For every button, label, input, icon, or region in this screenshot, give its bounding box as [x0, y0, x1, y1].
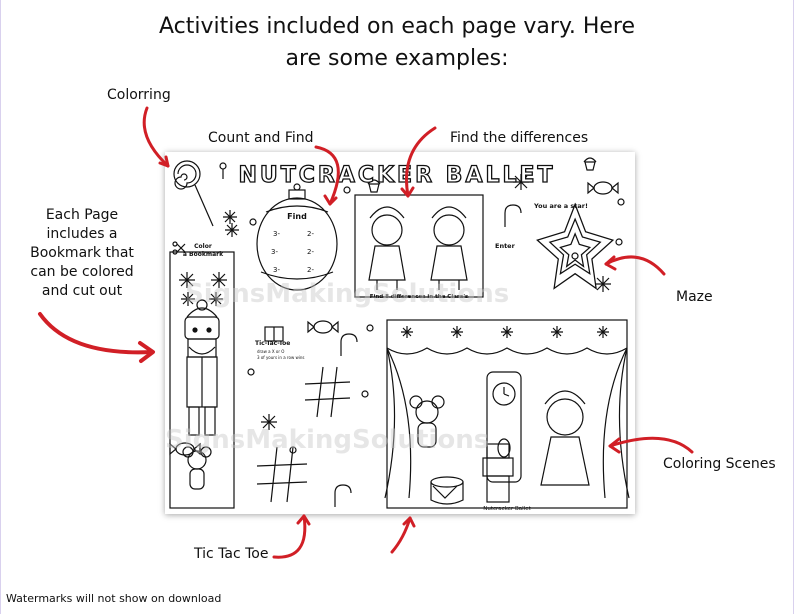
mouse-figure-icon — [409, 395, 445, 448]
find-count: 3- — [273, 230, 280, 238]
coloring-scene-frame — [386, 319, 628, 509]
snowflake-icon — [501, 326, 513, 338]
tic-tac-toe-grid-icon — [304, 366, 351, 418]
arrow-to-scene — [390, 516, 416, 554]
find-count: 2- — [307, 230, 314, 238]
watermark-notice: Watermarks will not show on download — [6, 592, 222, 605]
activity-sheet-preview: NUTCRACKER BALLET Color a Bookmark Find … — [165, 152, 635, 514]
nutcracker-figure-icon — [482, 443, 514, 503]
candy-cane-icon — [504, 204, 522, 227]
callout-coloring-scenes: Coloring Scenes — [663, 456, 776, 472]
wrapped-candy-icon — [587, 181, 619, 195]
find-count: 2- — [307, 248, 314, 256]
callout-bookmark-line: Each Page — [45, 207, 119, 223]
bookmark-label-line: Color — [194, 243, 212, 250]
callout-bookmark-line: and cut out — [41, 283, 123, 299]
snowflake-icon — [223, 210, 237, 224]
watermark-text: SignsMakingSolutions — [165, 425, 489, 455]
maze-enter-label: Enter — [495, 242, 516, 250]
heading-line-2: are some examples: — [285, 46, 509, 71]
watermark-text: SignsMakingSolutions — [185, 279, 509, 309]
callout-coloring: Colorring — [107, 87, 171, 103]
snowflake-icon — [211, 272, 227, 288]
small-ballerina-icon — [219, 162, 227, 179]
curtain-valance — [384, 347, 630, 499]
tictactoe-instruction: 3 of yours in a row wins — [257, 355, 304, 360]
callout-tic-tac-toe: Tic Tac Toe — [194, 546, 269, 562]
cupcake-icon — [367, 179, 381, 193]
activity-sheet-artwork: NUTCRACKER BALLET Color a Bookmark Find … — [165, 157, 630, 512]
nutcracker-figure-icon — [184, 299, 220, 436]
candy-cane-icon — [334, 484, 352, 507]
snowflake-icon — [597, 326, 609, 338]
find-count: 2- — [307, 266, 314, 274]
differences-caption: Find 8 differences in the Clara's — [370, 294, 469, 300]
drum-icon — [430, 476, 464, 505]
snowflake-icon — [513, 174, 529, 190]
find-label: Find — [287, 212, 307, 221]
snowflake-icon — [181, 292, 195, 306]
heading-line-1: Activities included on each page vary. H… — [159, 14, 635, 39]
gift-icon — [264, 326, 284, 342]
find-count: 3- — [273, 266, 280, 274]
lollipop-icon — [173, 160, 214, 227]
wrapped-candy-icon — [307, 320, 339, 334]
snowflake-icon — [225, 223, 239, 237]
callout-count-and-find: Count and Find — [208, 130, 314, 146]
callout-bookmark-line: Bookmark that — [30, 245, 134, 261]
tic-tac-toe-grid-icon — [256, 446, 308, 503]
snowflake-icon — [179, 272, 195, 288]
scissors-icon — [172, 241, 186, 255]
tictactoe-title: Tic-Tac-Toe — [255, 340, 290, 347]
arrow-to-tic-tac-toe — [272, 514, 311, 559]
bookmark-outline — [169, 251, 235, 509]
tictactoe-instruction: draw a X or O — [257, 349, 284, 354]
maze-caption: You are a star! — [533, 202, 588, 210]
star-maze-icon — [536, 202, 615, 290]
arrow-to-bookmark — [38, 312, 155, 363]
snowflake-icon — [209, 292, 223, 306]
callout-bookmark: Each Page includes a Bookmark that can b… — [22, 206, 142, 301]
scene-caption: Nutcracker Ballet — [483, 506, 531, 512]
snowflake-icon — [551, 326, 563, 338]
callout-bookmark-line: can be colored — [30, 264, 134, 280]
find-count: 3- — [271, 248, 278, 256]
clara-figure-icon — [540, 390, 590, 486]
callout-find-the-differences: Find the differences — [450, 130, 589, 146]
clara-figure-icon — [368, 206, 406, 290]
candy-cane-icon — [340, 333, 358, 356]
snowflake-icon — [451, 326, 463, 338]
sheet-title: NUTCRACKER BALLET — [238, 163, 555, 188]
snowflake-icon — [261, 414, 277, 430]
callout-maze: Maze — [676, 289, 713, 305]
grandfather-clock-icon — [486, 371, 522, 483]
callout-bookmark-line: includes a — [46, 226, 118, 242]
cupcake-icon — [583, 157, 597, 171]
snowflake-icon — [595, 276, 611, 292]
wrapped-candy-icon — [169, 442, 201, 456]
bookmark-label-line: a Bookmark — [183, 251, 224, 258]
snowflake-icon — [401, 326, 413, 338]
clara-figure-icon — [430, 206, 468, 290]
ornament-count-find-icon — [256, 183, 338, 291]
